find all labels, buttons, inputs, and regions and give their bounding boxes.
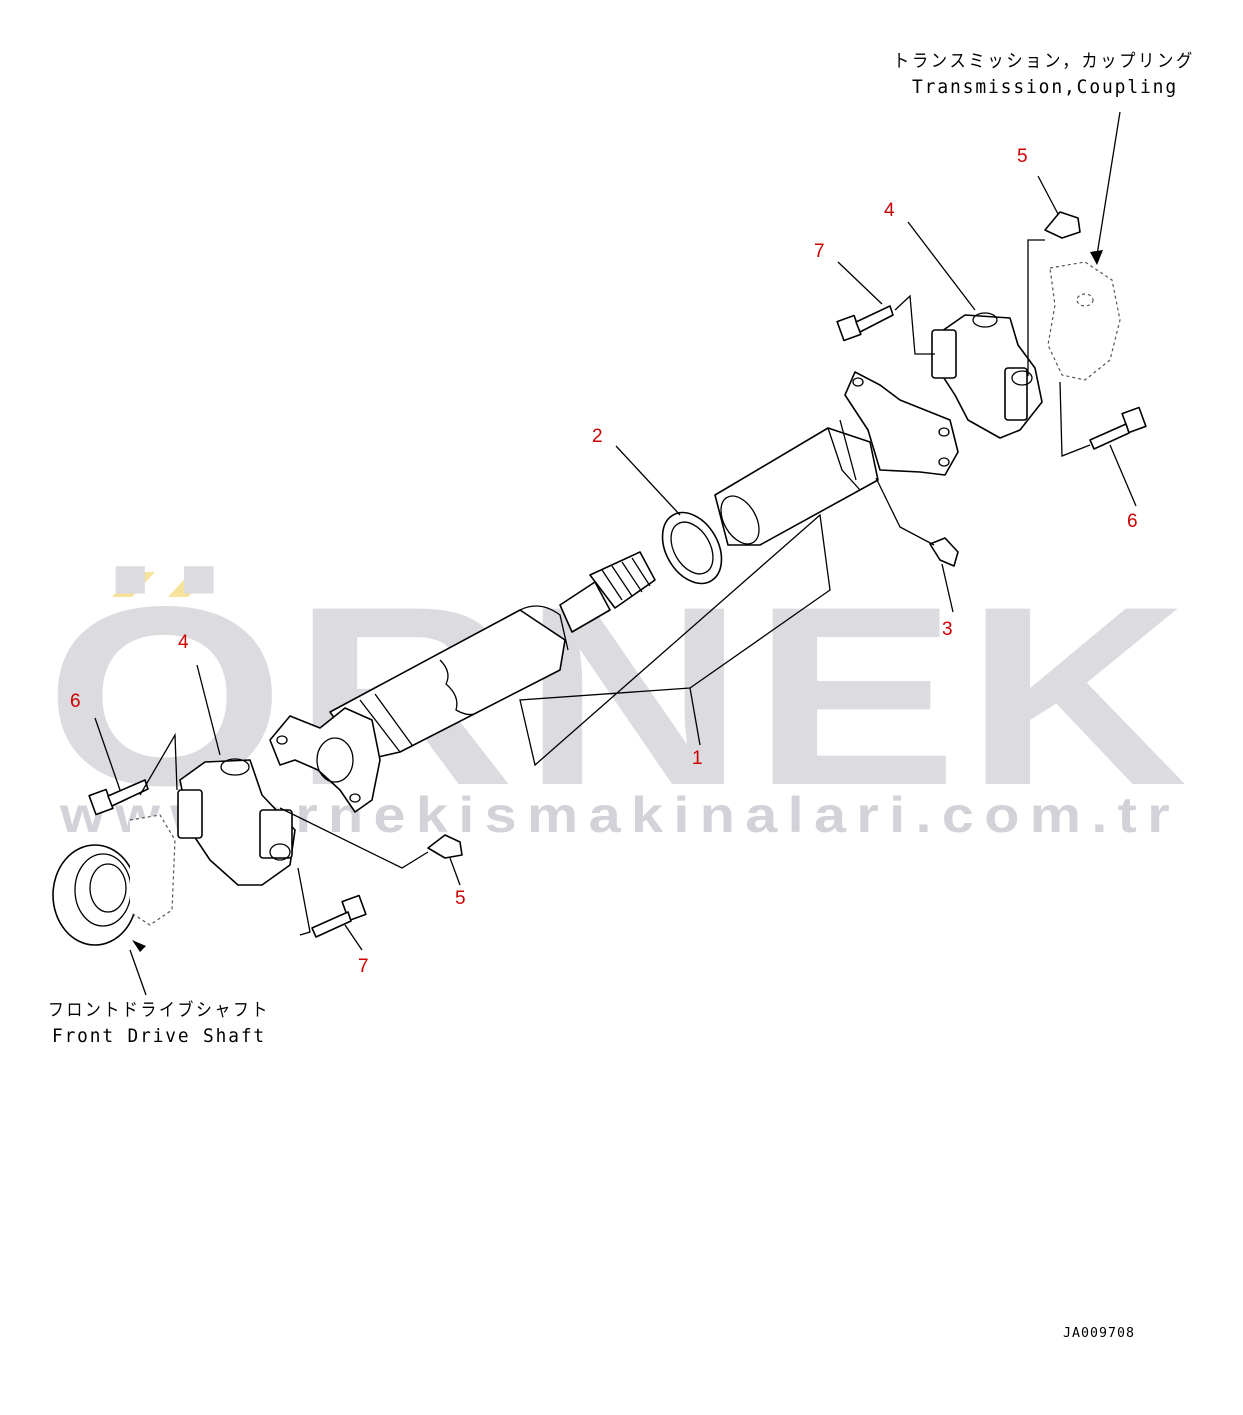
callout-7-left[interactable]: 7	[358, 956, 369, 977]
grease-fitting-3	[929, 537, 959, 567]
shaft-spline-stub	[559, 581, 611, 633]
shaft-yoke-right	[844, 371, 959, 476]
bolt-6-right	[1089, 406, 1147, 450]
callout-7-right[interactable]: 7	[814, 241, 825, 262]
transmission-coupling-ghost	[1047, 261, 1121, 381]
universal-joint-cross-left	[177, 758, 296, 886]
watermark-accent-right	[168, 572, 211, 597]
callout-6-right[interactable]: 6	[1127, 511, 1138, 532]
callout-5-left[interactable]: 5	[455, 888, 466, 909]
label-front-drive-en: Front Drive Shaft	[52, 1025, 266, 1047]
front-drive-shaft-ghost	[52, 814, 176, 946]
callout-4-right[interactable]: 4	[884, 200, 895, 221]
diagram-code: JA009708	[1063, 1326, 1135, 1341]
callout-3[interactable]: 3	[942, 619, 953, 640]
label-front-drive-jp: フロントドライブシャフト	[48, 999, 270, 1021]
bolt-7-right	[836, 305, 894, 342]
callout-2[interactable]: 2	[592, 426, 603, 447]
grease-fitting-5-right	[1044, 211, 1081, 239]
bolt-7-left	[311, 894, 367, 938]
callout-4-left[interactable]: 4	[178, 632, 189, 653]
dust-cap-ring	[661, 511, 723, 585]
shaft-tube-right	[714, 427, 879, 546]
callout-5-right[interactable]: 5	[1017, 146, 1028, 167]
leader-lines	[94, 111, 1137, 996]
drive-shaft-assembly	[269, 371, 959, 813]
bolt-6-left	[88, 779, 149, 816]
universal-joint-cross-right	[931, 312, 1043, 439]
reference-labels: トランスミッション，カップリング Transmission,Coupling フ…	[48, 51, 1195, 1341]
callouts: 1 2 3 4 4 5 5 6 6 7 7	[70, 146, 1138, 977]
callout-1[interactable]: 1	[692, 748, 703, 769]
shaft-yoke-left	[269, 707, 381, 813]
label-transmission-jp: トランスミッション，カップリング	[893, 51, 1195, 72]
callout-6-left[interactable]: 6	[70, 691, 81, 712]
watermark-accent-left	[112, 572, 155, 597]
label-transmission-en: Transmission,Coupling	[912, 76, 1178, 98]
shaft-spline	[589, 551, 656, 609]
grease-fitting-5-left	[427, 834, 463, 859]
